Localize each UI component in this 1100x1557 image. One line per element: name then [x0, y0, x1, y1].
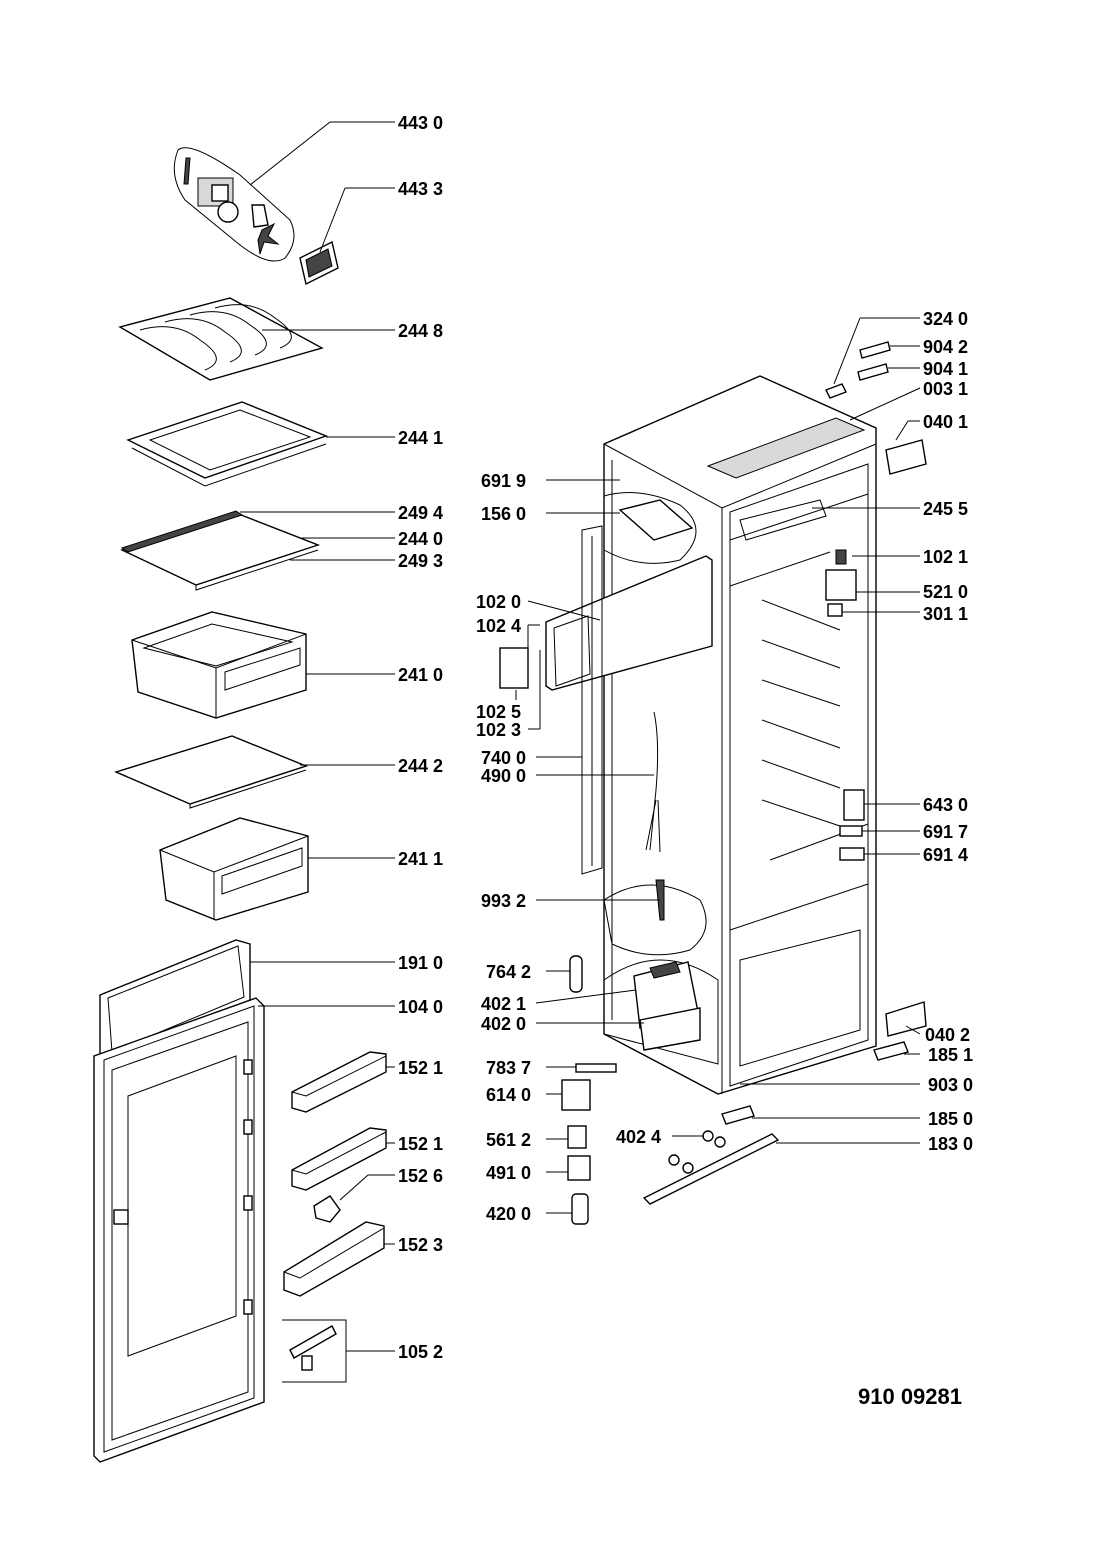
crisper-drawer-part: [131, 611, 307, 719]
callout-labels: 443 0 443 3 244 8 244 1 249 4 244 0 249 …: [398, 113, 973, 1409]
callout-102-0: 102 0: [476, 592, 521, 612]
callout-764-2: 764 2: [486, 962, 531, 982]
callout-152-1: 152 1: [398, 1058, 443, 1078]
callout-301-1: 301 1: [923, 604, 968, 624]
relay-and-accessories-parts: [561, 1063, 780, 1225]
callout-740-0: 740 0: [481, 748, 526, 768]
callout-185-0: 185 0: [928, 1109, 973, 1129]
callout-104-0: 104 0: [398, 997, 443, 1017]
callout-691-7: 691 7: [923, 822, 968, 842]
ice-tray-part: [603, 492, 697, 564]
callout-244-0: 244 0: [398, 529, 443, 549]
callout-783-7: 783 7: [486, 1058, 531, 1078]
filter-drier-part: [569, 955, 583, 993]
callout-521-0: 521 0: [923, 582, 968, 602]
callout-102-3: 102 3: [476, 720, 521, 740]
callout-241-1: 241 1: [398, 849, 443, 869]
lamp-housing-part: [825, 549, 857, 617]
door-shelf-clip-part: [313, 1195, 341, 1223]
callout-420-0: 420 0: [486, 1204, 531, 1224]
door-shelf-3-part: [283, 1221, 385, 1297]
callout-443-0: 443 0: [398, 113, 443, 133]
callout-244-1: 244 1: [398, 428, 443, 448]
callout-324-0: 324 0: [923, 309, 968, 329]
top-cover-parts: [825, 341, 927, 1061]
callout-491-0: 491 0: [486, 1163, 531, 1183]
callout-152-6: 152 6: [398, 1166, 443, 1186]
shelf-with-trims-part: [120, 510, 321, 591]
callout-691-4: 691 4: [923, 845, 968, 865]
callout-402-0: 402 0: [481, 1014, 526, 1034]
callout-443-3: 443 3: [398, 179, 443, 199]
callout-904-1: 904 1: [923, 359, 968, 379]
callout-402-1: 402 1: [481, 994, 526, 1014]
control-parts: [839, 789, 865, 861]
crisper-drawer-lower-part: [159, 817, 309, 921]
callout-152-1-second: 152 1: [398, 1134, 443, 1154]
callout-993-2: 993 2: [481, 891, 526, 911]
callout-102-1: 102 1: [923, 547, 968, 567]
fan-grille-part: [299, 240, 339, 286]
door-shelf-2-part: [291, 1127, 387, 1191]
leader-lines: [240, 121, 921, 1352]
freezer-door-part: [499, 555, 713, 691]
callout-003-1: 003 1: [923, 379, 968, 399]
callout-102-5: 102 5: [476, 702, 521, 722]
callout-903-0: 903 0: [928, 1075, 973, 1095]
callout-102-4: 102 4: [476, 616, 521, 636]
door-shelf-1-part: [291, 1051, 387, 1113]
callout-402-4: 402 4: [616, 1127, 661, 1147]
glass-cover-part: [113, 735, 309, 809]
hinge-kit-part: [282, 1319, 347, 1383]
diagram-reference-number: 910 09281: [858, 1384, 962, 1409]
power-cord-part: [645, 711, 661, 853]
callout-191-0: 191 0: [398, 953, 443, 973]
callout-614-0: 614 0: [486, 1085, 531, 1105]
compressor-part: [603, 959, 719, 1065]
wire-shelf-part: [118, 297, 324, 381]
glass-shelf-part: [126, 401, 328, 487]
callout-244-2: 244 2: [398, 756, 443, 776]
cabinet-part: [603, 375, 877, 1095]
fan-assembly-part: [173, 147, 295, 262]
callout-691-9: 691 9: [481, 471, 526, 491]
callout-249-4: 249 4: [398, 503, 443, 523]
callout-245-5: 245 5: [923, 499, 968, 519]
callout-561-2: 561 2: [486, 1130, 531, 1150]
callout-185-1: 185 1: [928, 1045, 973, 1065]
callout-643-0: 643 0: [923, 795, 968, 815]
callout-244-8: 244 8: [398, 321, 443, 341]
callout-490-0: 490 0: [481, 766, 526, 786]
callout-249-3: 249 3: [398, 551, 443, 571]
callout-040-2: 040 2: [925, 1025, 970, 1045]
callout-040-1: 040 1: [923, 412, 968, 432]
callout-904-2: 904 2: [923, 337, 968, 357]
callout-152-3: 152 3: [398, 1235, 443, 1255]
callout-156-0: 156 0: [481, 504, 526, 524]
door-part: [93, 997, 265, 1463]
callout-183-0: 183 0: [928, 1134, 973, 1154]
condenser-part: [581, 525, 603, 875]
callout-105-2: 105 2: [398, 1342, 443, 1362]
callout-241-0: 241 0: [398, 665, 443, 685]
